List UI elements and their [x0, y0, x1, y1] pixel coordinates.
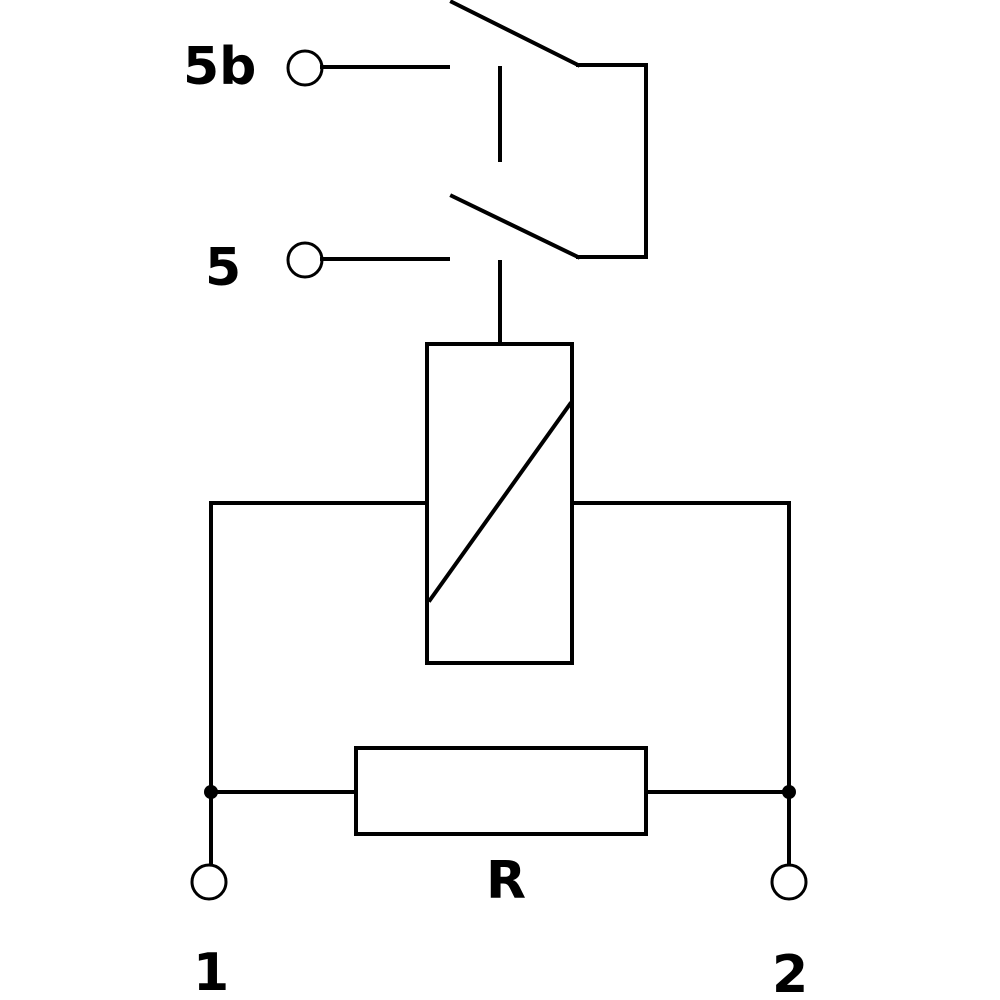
switch-contact-lower	[449, 193, 581, 260]
switch-contact-upper	[449, 0, 581, 68]
terminal-5-label: 5	[205, 238, 241, 298]
terminal-5[interactable]	[286, 241, 324, 279]
relay-coil-diagonal	[427, 401, 573, 603]
junction-dot-right	[782, 785, 796, 799]
terminal-5b[interactable]	[286, 49, 324, 87]
resistor	[354, 746, 648, 836]
resistor-label: R	[486, 851, 526, 911]
terminal-1[interactable]	[190, 863, 228, 901]
junction-dot-left	[204, 785, 218, 799]
coil-left-lead	[209, 501, 429, 864]
terminal-5b-label: 5b	[183, 37, 256, 97]
terminal-2[interactable]	[770, 863, 808, 901]
terminal-2-label: 2	[772, 945, 808, 1000]
coil-right-lead	[570, 501, 791, 866]
terminal-1-label: 1	[193, 943, 229, 1000]
